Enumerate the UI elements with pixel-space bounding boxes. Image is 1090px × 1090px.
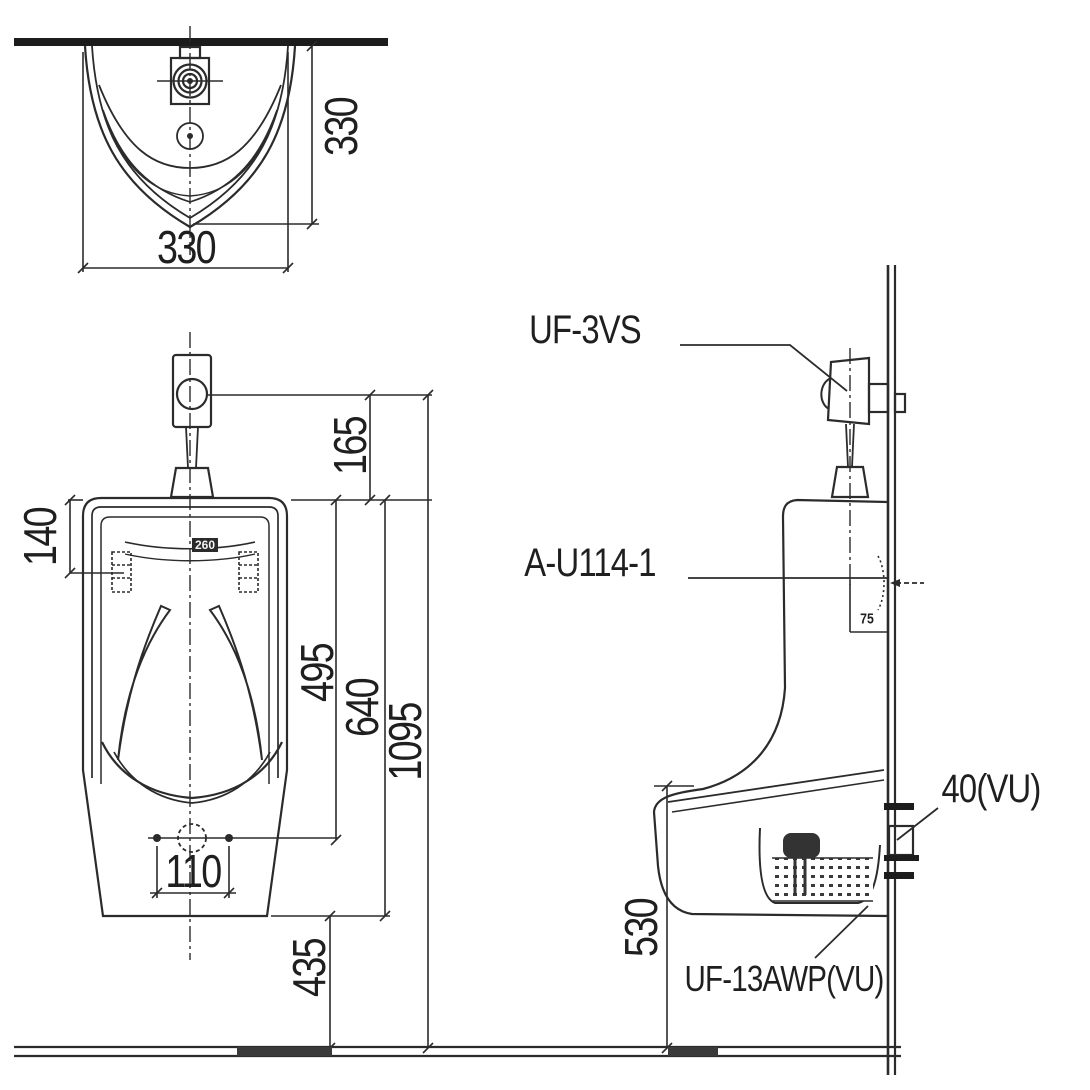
dim-bolt-spacing: 110 [165,845,222,897]
dim-top-width: 330 [156,221,217,273]
body-outline [81,496,289,918]
spreader [176,122,204,150]
valve-sensor [175,377,209,411]
bowl-opening [98,84,282,169]
label-hanger-model: A-U114-1 [524,541,656,585]
label-flush-valve-model: UF-3VS [529,308,642,352]
trap-water [772,858,873,901]
dim-hanger-offset: 75 [860,610,874,628]
dim-bottom-clearance: 435 [283,938,335,998]
dim-rim-to-bolt: 495 [291,643,343,703]
spud-side [830,465,870,499]
valve-body-side [826,356,871,426]
dim-top-depth: 330 [315,97,367,157]
dim-rim-to-hanger: 140 [14,507,66,567]
wall-section-top [14,38,388,46]
spud-front [169,466,215,499]
label-trap-model: UF-13AWP(VU) [684,958,885,999]
body-profile [652,498,889,918]
dim-hanger-spacing: 260 [191,538,219,552]
leader-trap [814,905,869,959]
strainer [783,833,820,858]
dim-valve-to-rim: 165 [324,416,376,476]
valve-wall-connector [867,382,890,414]
leader-40vu [896,807,939,841]
bowl-outline [83,45,297,229]
dim-total-height: 1095 [379,703,431,781]
front-view [64,332,434,1054]
leader-uf3vs [680,344,848,392]
trap-outline [758,827,881,904]
hanger-bracket-right [238,551,259,593]
dim-outlet-height: 530 [615,898,667,958]
valve-body-front [171,353,213,429]
label-outlet-pipe: 40(VU) [941,767,1042,811]
hanger-bracket-left [111,551,132,593]
bowl-interior-right [208,604,263,761]
floor-line [14,1045,901,1058]
bowl-interior-left [117,604,172,761]
top-view [14,26,388,274]
side-view [652,265,939,1075]
